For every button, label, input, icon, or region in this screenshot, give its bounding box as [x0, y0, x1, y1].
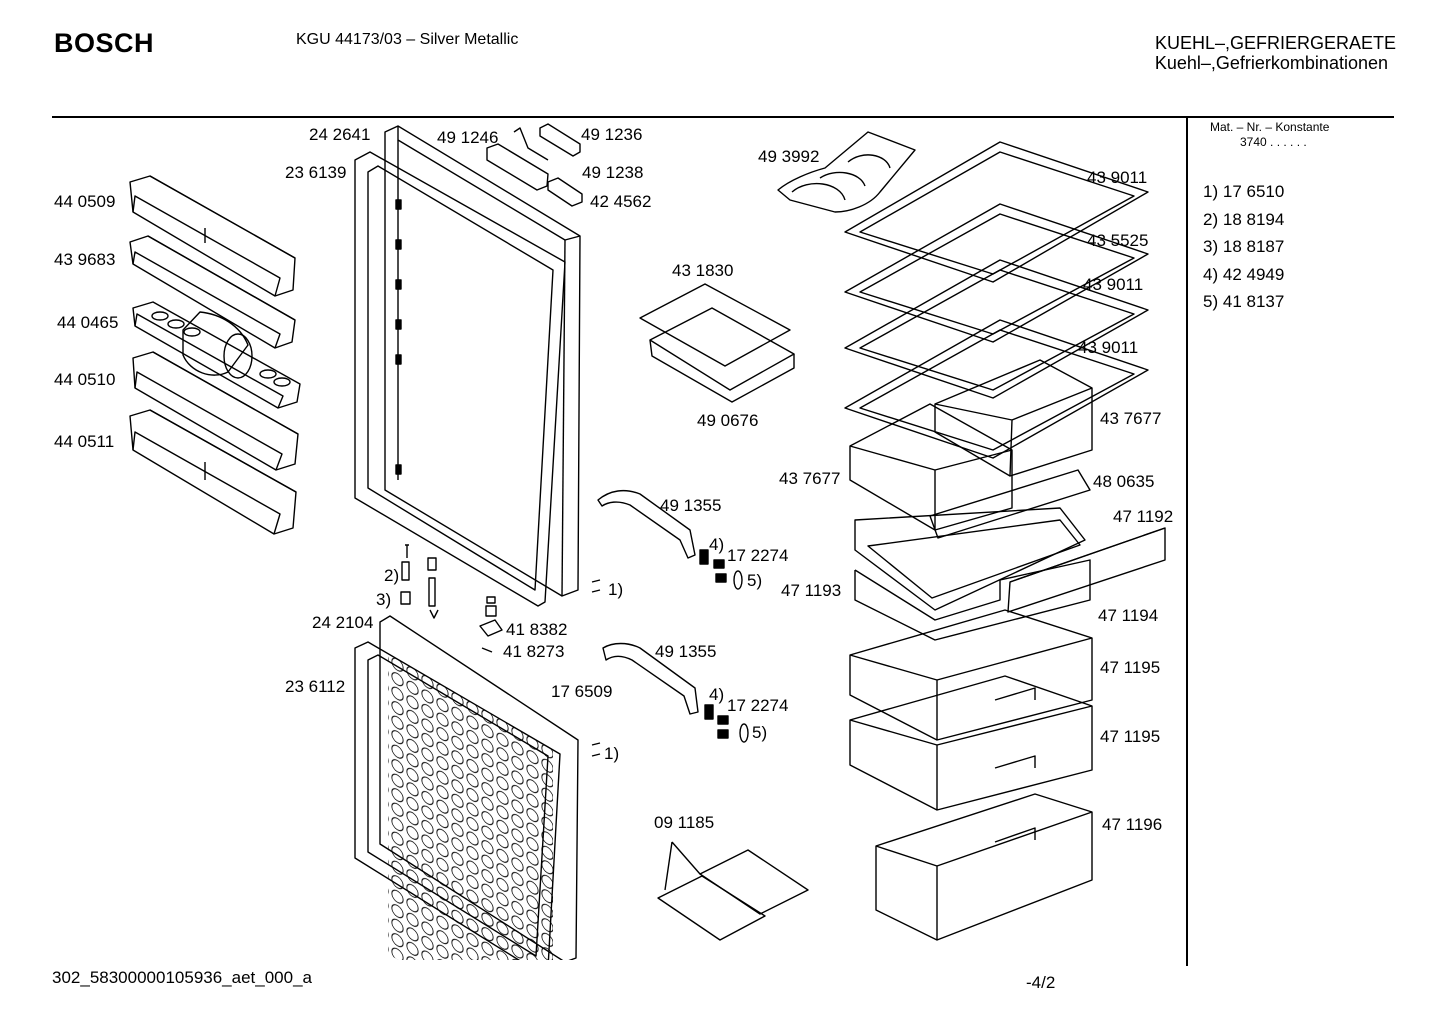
door-shelf-440509: [129, 175, 296, 297]
freezer-drawer-471195-a: [849, 609, 1093, 741]
label-ref-3: 3): [376, 590, 391, 609]
constant-row: 4) 42 4949: [1203, 264, 1285, 284]
tray-471192: [1007, 527, 1166, 613]
label-glass-shelf-1: 43 9011: [1087, 168, 1147, 187]
mat-number-title: Mat. – Nr. – Konstante: [1210, 120, 1330, 134]
hinge-screws-bottom: [591, 704, 749, 757]
label-freezer-frame: 24 2104: [312, 613, 373, 632]
label-clip-176509: 17 6509: [551, 682, 612, 701]
glass-shelf-439011-b: [844, 259, 1149, 399]
label-drawer-490676: 49 0676: [697, 411, 758, 430]
label-ref-2: 2): [384, 566, 399, 585]
label-cover-480635: 48 0635: [1093, 472, 1154, 491]
constant-row: 1) 17 6510: [1203, 182, 1285, 201]
label-ref-1-bottom: 1): [604, 744, 619, 763]
document-id: 302_58300000105936_aet_000_a: [52, 968, 312, 987]
part-491236: [539, 123, 581, 157]
mat-number-value: 3740 . . . . . .: [1240, 135, 1307, 149]
sidebar-divider: [1186, 118, 1188, 966]
constant-row: 5) 41 8137: [1203, 292, 1285, 311]
label-491246: 49 1246: [437, 128, 498, 147]
label-ref-5-bottom: 5): [752, 723, 767, 742]
fridge-door-seal: [354, 151, 566, 607]
door-shelf-440510: [132, 351, 299, 471]
glass-shelf-439011-a: [844, 141, 1149, 283]
label-freezer-drawer-2: 47 1195: [1100, 727, 1160, 746]
label-glass-shelf-4: 43 9011: [1078, 338, 1138, 357]
part-491246: [486, 127, 549, 191]
freezer-door-seal: [354, 641, 561, 960]
label-ref-4-top: 4): [709, 535, 724, 554]
label-shelf-440510: 44 0510: [54, 370, 115, 389]
tray-471194: [854, 559, 1091, 641]
label-tray-471192: 47 1192: [1113, 507, 1173, 526]
label-bottle-rack: 49 3992: [758, 147, 819, 166]
model-title: KGU 44173/03 – Silver Metallic: [296, 31, 519, 48]
label-hinge-top: 17 2274: [727, 546, 788, 565]
label-handle-bottom: 49 1355: [655, 642, 716, 661]
label-hinge-bottom: 17 2274: [727, 696, 788, 715]
door-shelf-440465: [132, 301, 301, 409]
label-hinge-418382: 41 8382: [506, 620, 567, 639]
glass-shelf-439011-c: [844, 319, 1149, 459]
label-freezer-drawer-1: 47 1195: [1100, 658, 1160, 677]
label-glass-shelf-2: 43 5525: [1087, 231, 1148, 250]
label-ref-5-top: 5): [747, 571, 762, 590]
label-freezer-seal: 23 6112: [285, 677, 345, 696]
door-shelf-440511: [129, 409, 297, 535]
label-shelf-440465: 44 0465: [57, 313, 118, 332]
label-glass-shelf-3: 43 9011: [1083, 275, 1143, 294]
crisper-437677-right: [934, 359, 1093, 477]
brand-logo: BOSCH: [54, 28, 155, 58]
part-424562: [547, 177, 583, 207]
freezer-drawer-471196: [875, 793, 1093, 941]
drawer-431830: [639, 283, 795, 403]
crisper-437677-left: [849, 403, 1013, 531]
fridge-door-frame: [384, 125, 581, 597]
label-ref-1-top: 1): [608, 580, 623, 599]
cover-480635: [929, 469, 1091, 539]
label-drawer-431830: 43 1830: [672, 261, 733, 280]
hinge-screws-top: [591, 549, 743, 593]
label-crisper-left: 43 7677: [779, 469, 840, 488]
label-ice-tray: 09 1185: [654, 813, 714, 832]
constant-row: 2) 18 8194: [1203, 209, 1285, 229]
header-divider: [52, 116, 1394, 118]
label-handle-top: 49 1355: [660, 496, 721, 515]
label-tray-471193: 47 1193: [781, 581, 841, 600]
label-ref-4-bottom: 4): [709, 685, 724, 704]
category-title: KUEHL–,GEFRIERGERAETE: [1154, 33, 1396, 53]
constants-list: 1) 17 6510 2) 18 8194 3) 18 8187 4) 42 4…: [1203, 178, 1284, 316]
tray-471193: [854, 507, 1086, 621]
label-424562: 42 4562: [590, 192, 651, 211]
page-number: -4/2: [1026, 973, 1056, 992]
label-491238: 49 1238: [582, 163, 643, 182]
ice-tray-091185: [657, 841, 809, 941]
label-door-frame-top: 24 2641: [309, 125, 370, 144]
label-crisper-right: 43 7677: [1100, 409, 1161, 428]
freezer-drawer-471195-b: [849, 675, 1093, 811]
label-pin-418273: 41 8273: [503, 642, 564, 661]
label-door-seal-top: 23 6139: [285, 163, 346, 182]
handle-491355-top: [597, 489, 696, 559]
handle-491355-bottom: [602, 642, 699, 715]
label-shelf-440509: 44 0509: [54, 192, 115, 211]
label-tray-471194: 47 1194: [1098, 606, 1158, 625]
bottle-rack: [777, 131, 916, 213]
exploded-parts-diagram: 24 2641 23 6139 49 1246 49 1236 49 1238 …: [54, 123, 1173, 960]
label-freezer-drawer-3: 47 1196: [1102, 815, 1162, 834]
label-shelf-439683: 43 9683: [54, 250, 115, 269]
door-shelf-439683: [129, 235, 296, 349]
freezer-door-frame: [379, 615, 579, 960]
category-subtitle: Kuehl–,Gefrierkombinationen: [1154, 53, 1388, 73]
glass-shelf-435525: [844, 203, 1149, 343]
part-labels: 24 2641 23 6139 49 1246 49 1236 49 1238 …: [54, 125, 1173, 834]
label-491236: 49 1236: [581, 125, 642, 144]
constant-row: 3) 18 8187: [1203, 237, 1285, 256]
hinge-parts-center: [400, 544, 503, 653]
label-shelf-440511: 44 0511: [54, 432, 114, 451]
